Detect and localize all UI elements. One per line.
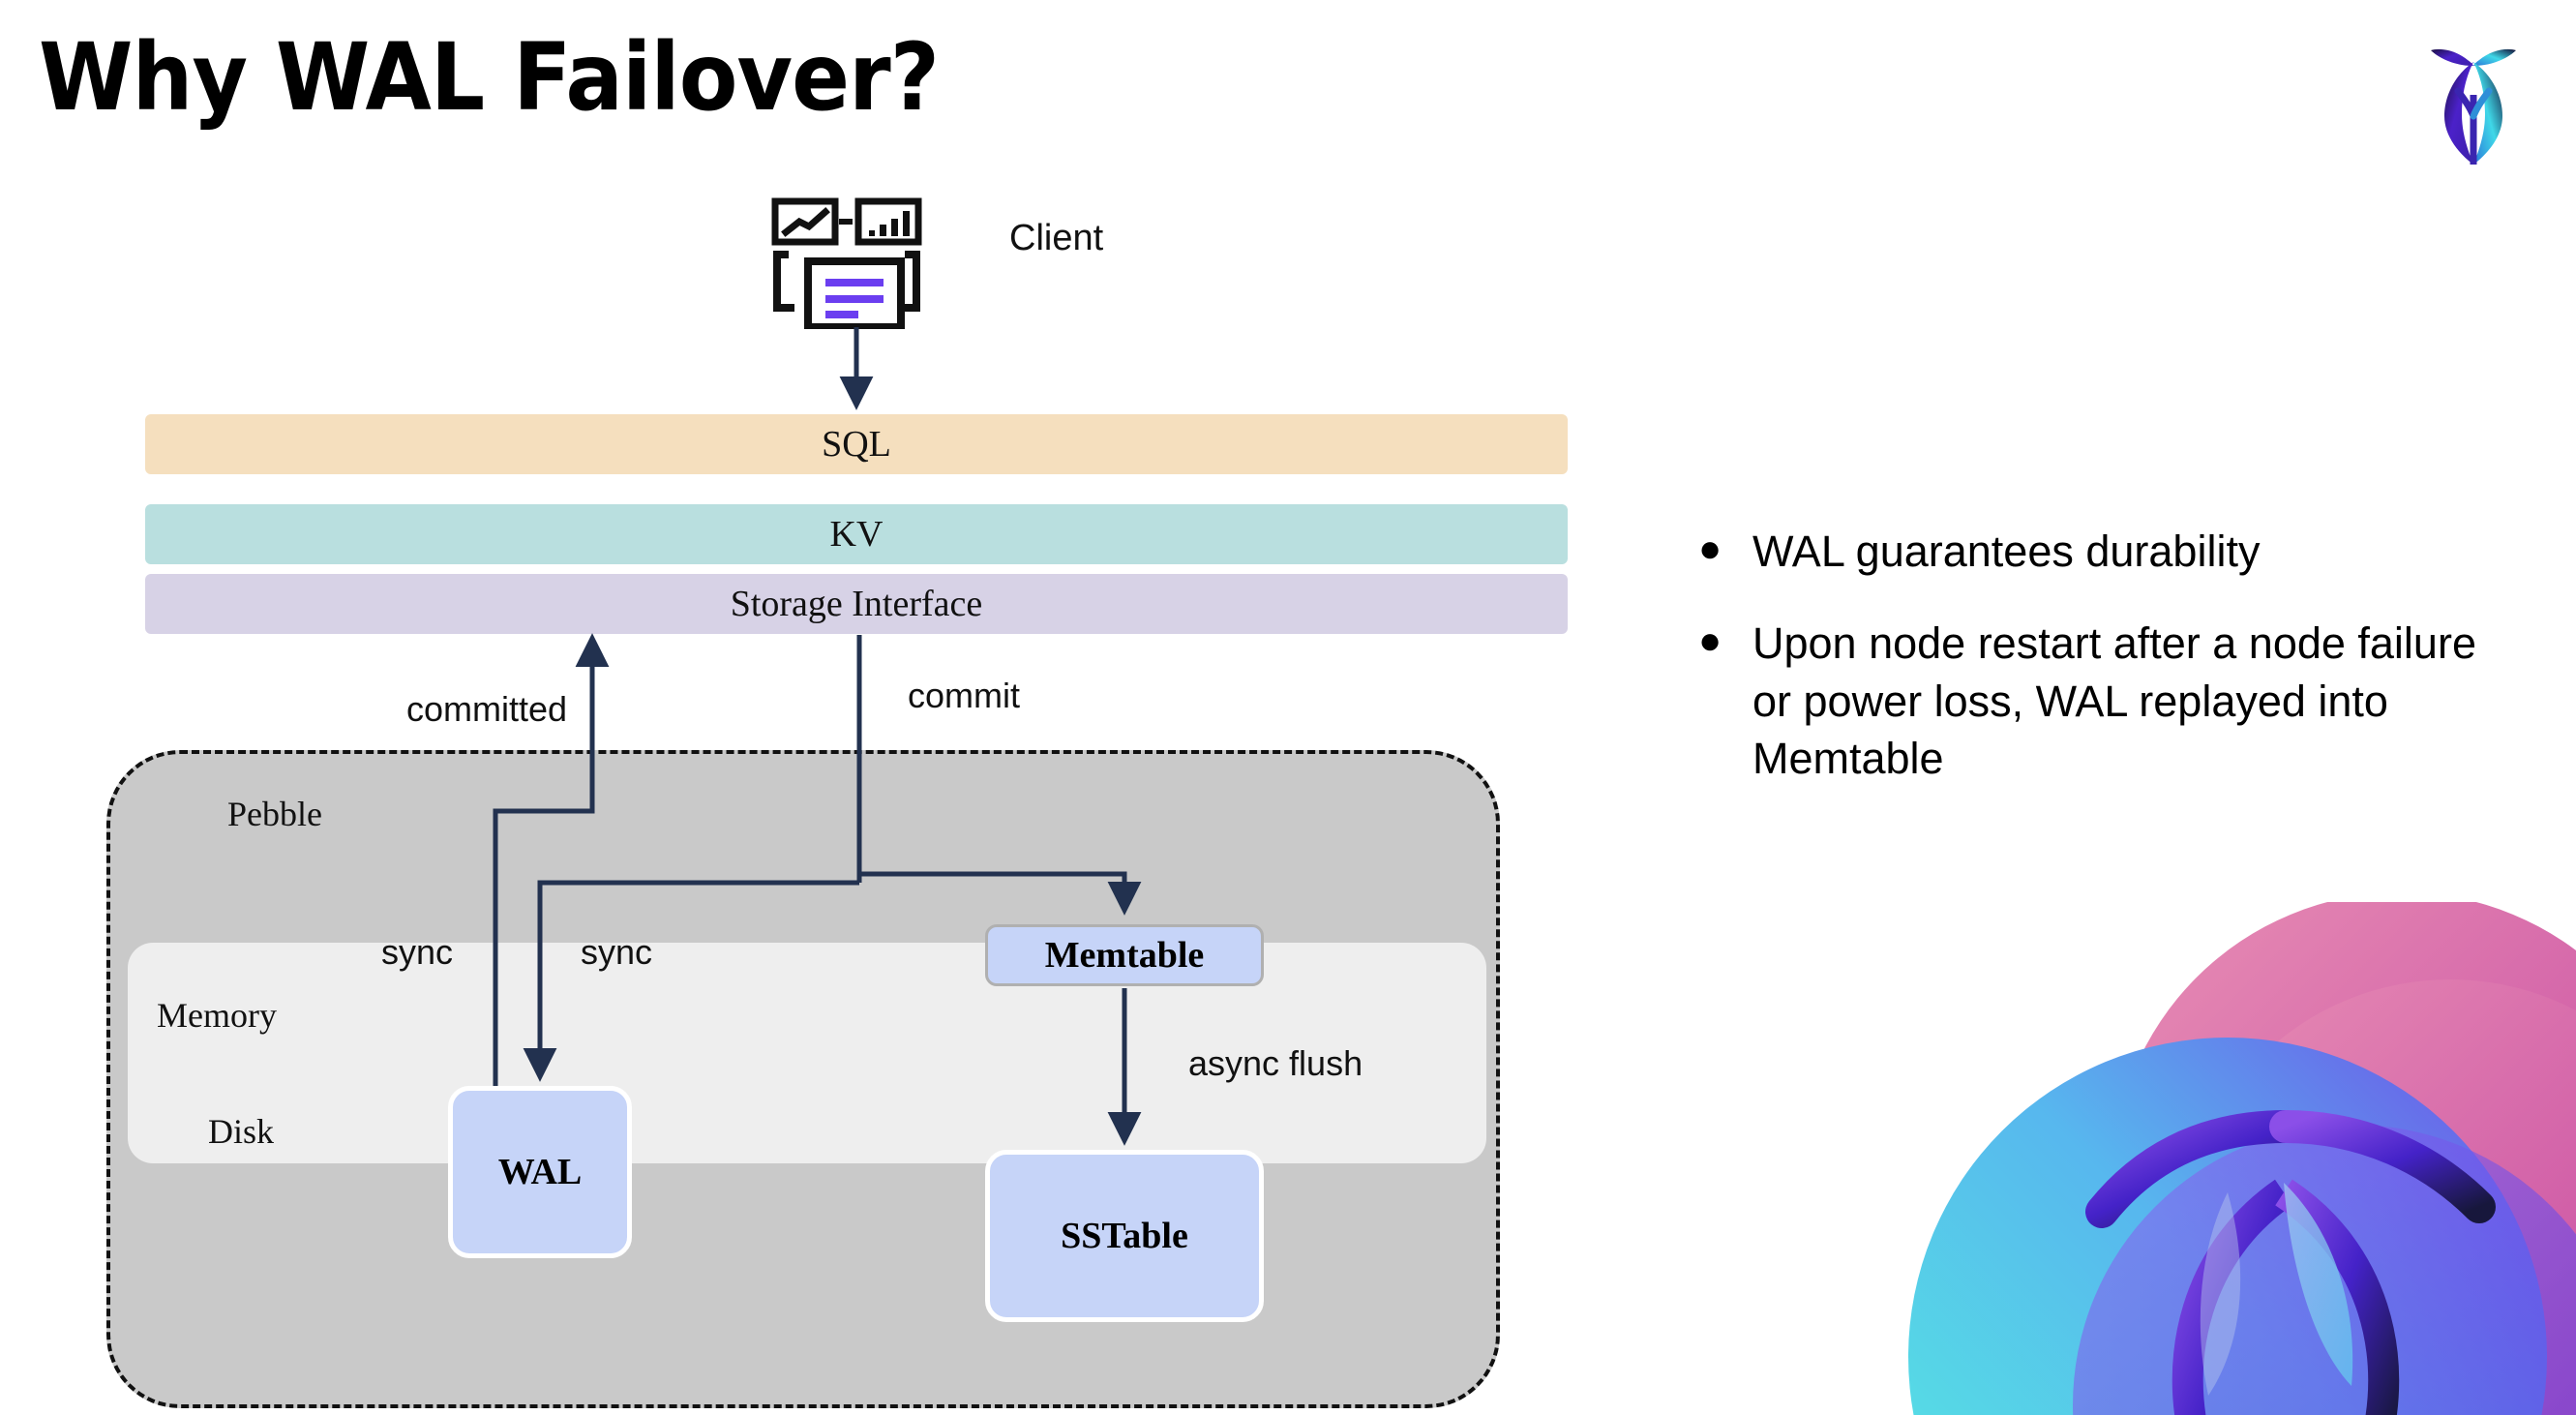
bullet-list: ● WAL guarantees durability ● Upon node … (1698, 523, 2511, 823)
layer-bar-kv-label: KV (829, 514, 884, 555)
edge-label-async-flush: async flush (1188, 1043, 1363, 1083)
node-wal: WAL (448, 1086, 632, 1258)
memory-label: Memory (157, 996, 277, 1035)
client-dashboard-icon (771, 197, 922, 329)
edge-label-committed: committed (406, 689, 568, 729)
layer-bar-storage-label: Storage Interface (730, 584, 983, 624)
node-sstable-label: SSTable (1061, 1216, 1188, 1256)
node-memtable-label: Memtable (1044, 935, 1205, 976)
layer-bar-sql: SQL (145, 414, 1568, 474)
edge-label-sync-a: sync (381, 932, 454, 972)
layer-bar-sql-label: SQL (822, 424, 891, 465)
pebble-label: Pebble (227, 795, 322, 833)
list-item: ● WAL guarantees durability (1698, 523, 2511, 580)
page-title: Why WAL Failover? (39, 23, 940, 132)
pebble-container (106, 750, 1500, 1408)
node-wal-label: WAL (497, 1152, 583, 1192)
disk-label: Disk (208, 1112, 275, 1151)
decorative-gradient-circles (1908, 902, 2576, 1415)
edge-label-sync-b: sync (581, 932, 653, 972)
bullet-text: Upon node restart after a node failure o… (1752, 618, 2476, 784)
node-memtable: Memtable (985, 924, 1264, 986)
client-label: Client (1009, 218, 1104, 258)
bullet-marker-icon: ● (1698, 619, 1722, 663)
node-sstable: SSTable (985, 1150, 1264, 1322)
layer-bar-storage-interface: Storage Interface (145, 574, 1568, 634)
edge-label-commit: commit (908, 676, 1020, 715)
bullet-marker-icon: ● (1698, 527, 1722, 570)
list-item: ● Upon node restart after a node failure… (1698, 615, 2511, 787)
layer-bar-kv: KV (145, 504, 1568, 564)
cockroachdb-logo-icon (2431, 48, 2516, 165)
bullet-text: WAL guarantees durability (1752, 527, 2261, 576)
